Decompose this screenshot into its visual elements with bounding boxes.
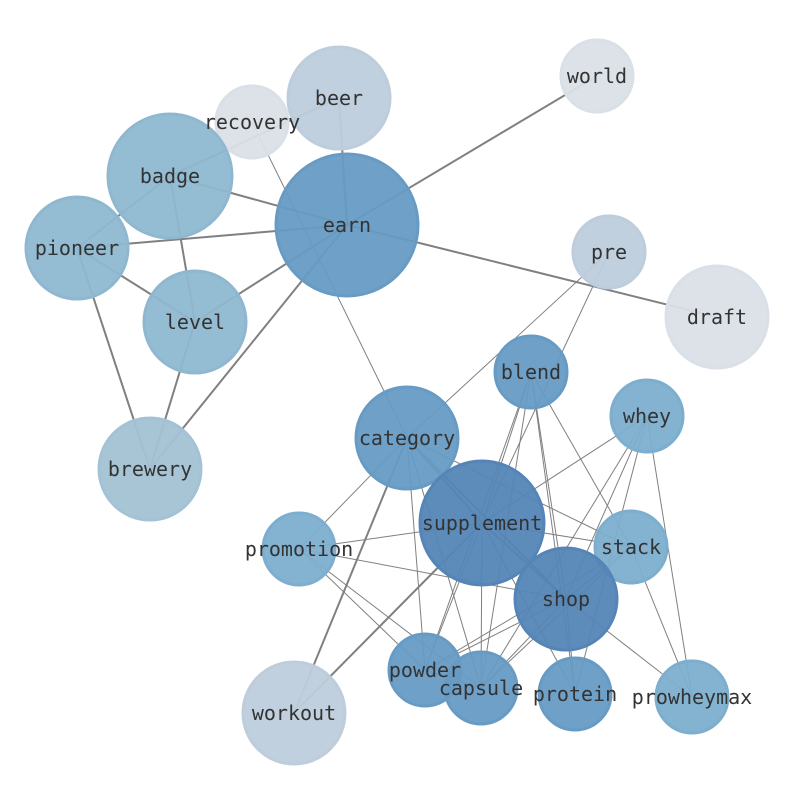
- node-label-earn: earn: [323, 213, 371, 237]
- node-label-whey: whey: [623, 404, 671, 428]
- node-capsule[interactable]: [443, 650, 519, 726]
- node-blend[interactable]: [493, 334, 569, 410]
- node-prowheymax[interactable]: [654, 659, 730, 735]
- node-promotion[interactable]: [261, 511, 337, 587]
- node-label-world: world: [567, 64, 627, 88]
- node-label-blend: blend: [501, 360, 561, 384]
- node-label-brewery: brewery: [108, 457, 192, 481]
- node-stack[interactable]: [593, 509, 669, 585]
- node-label-category: category: [359, 426, 455, 450]
- node-supplement[interactable]: [418, 459, 546, 587]
- node-world[interactable]: [559, 38, 635, 114]
- node-draft[interactable]: [664, 264, 770, 370]
- node-label-level: level: [165, 310, 225, 334]
- node-layer: [24, 38, 770, 766]
- node-recovery[interactable]: [214, 84, 290, 160]
- node-pioneer[interactable]: [24, 195, 130, 301]
- node-label-beer: beer: [315, 86, 363, 110]
- node-brewery[interactable]: [97, 416, 203, 522]
- node-label-shop: shop: [542, 587, 590, 611]
- node-label-supplement: supplement: [422, 511, 542, 535]
- node-label-prowheymax: prowheymax: [632, 685, 752, 709]
- node-label-stack: stack: [601, 535, 661, 559]
- node-whey[interactable]: [609, 378, 685, 454]
- node-shop[interactable]: [513, 546, 619, 652]
- node-badge[interactable]: [106, 112, 234, 240]
- label-layer: world beer recovery badge earn pioneer pre draf…: [35, 64, 752, 725]
- node-label-capsule: capsule: [439, 676, 523, 700]
- node-earn[interactable]: [274, 152, 420, 298]
- edge-whey-prowheymax: [646, 415, 693, 698]
- node-label-draft: draft: [687, 305, 747, 329]
- node-pre[interactable]: [571, 214, 647, 290]
- node-label-recovery: recovery: [204, 110, 300, 134]
- node-label-promotion: promotion: [245, 537, 353, 561]
- node-category[interactable]: [354, 385, 460, 491]
- node-label-powder: powder: [389, 658, 461, 682]
- node-label-protein: protein: [533, 682, 617, 706]
- node-workout[interactable]: [241, 660, 347, 766]
- node-protein[interactable]: [537, 656, 613, 732]
- node-level[interactable]: [142, 269, 248, 375]
- node-beer[interactable]: [286, 45, 392, 151]
- node-label-badge: badge: [140, 164, 200, 188]
- node-label-workout: workout: [252, 701, 336, 725]
- node-label-pre: pre: [591, 240, 627, 264]
- node-label-pioneer: pioneer: [35, 236, 119, 260]
